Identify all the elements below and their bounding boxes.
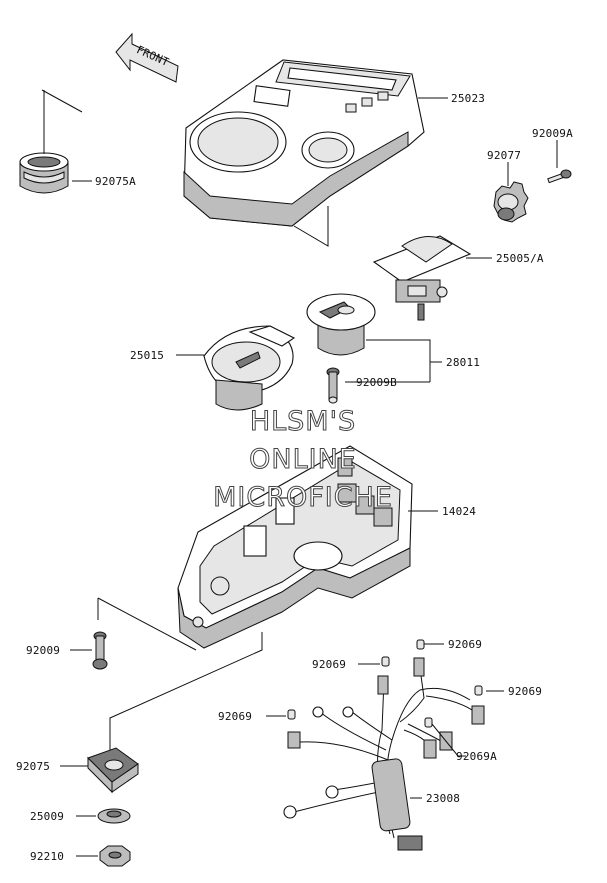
wiring-harness-23008	[283, 657, 485, 851]
label-92069A: 92069A	[456, 750, 497, 763]
label-92009B: 92009B	[356, 376, 397, 389]
label-92069-top: 92069	[448, 638, 482, 651]
gauge-25015	[203, 325, 296, 411]
washer-25009	[97, 808, 131, 824]
bracket-92075	[87, 747, 139, 794]
watermark-line-2: ONLINE	[249, 444, 357, 475]
nut-92210	[99, 845, 131, 867]
label-92075: 92075	[16, 760, 50, 773]
label-25023: 25023	[451, 92, 485, 105]
meter-cover-25023	[183, 59, 425, 227]
meter-28011	[306, 293, 376, 356]
screw-92009	[92, 631, 108, 670]
label-92077: 92077	[487, 149, 521, 162]
gear-92077	[493, 181, 529, 223]
caps-92069	[287, 639, 483, 728]
label-92009: 92009	[26, 644, 60, 657]
gauge-25005A	[372, 235, 472, 321]
front-arrow: FRONT	[115, 32, 179, 83]
label-92069-left: 92069	[312, 658, 346, 671]
label-92075A: 92075A	[95, 175, 136, 188]
label-25005A: 25005/A	[496, 252, 544, 265]
label-92009A: 92009A	[532, 127, 573, 140]
label-14024: 14024	[442, 505, 476, 518]
label-25009: 25009	[30, 810, 64, 823]
watermark-line-3: MICROFICHE	[213, 482, 393, 513]
grommet-92075A	[19, 152, 69, 194]
leader-lines	[41, 89, 558, 857]
label-23008: 23008	[426, 792, 460, 805]
watermark-line-1: HLSM'S	[250, 406, 356, 437]
label-92069-right: 92069	[508, 685, 542, 698]
watermark: HLSM'S ONLINE MICROFICHE	[213, 406, 393, 514]
label-28011: 28011	[446, 356, 480, 369]
label-25015: 25015	[130, 349, 164, 362]
label-92210: 92210	[30, 850, 64, 863]
screw-92009A	[547, 169, 572, 184]
screw-92009B	[326, 367, 340, 404]
label-92069-mid: 92069	[218, 710, 252, 723]
part-labels: 25023 92009A 92077 92075A 25005/A 28011 …	[16, 92, 573, 863]
lower-case-14024	[177, 445, 413, 649]
